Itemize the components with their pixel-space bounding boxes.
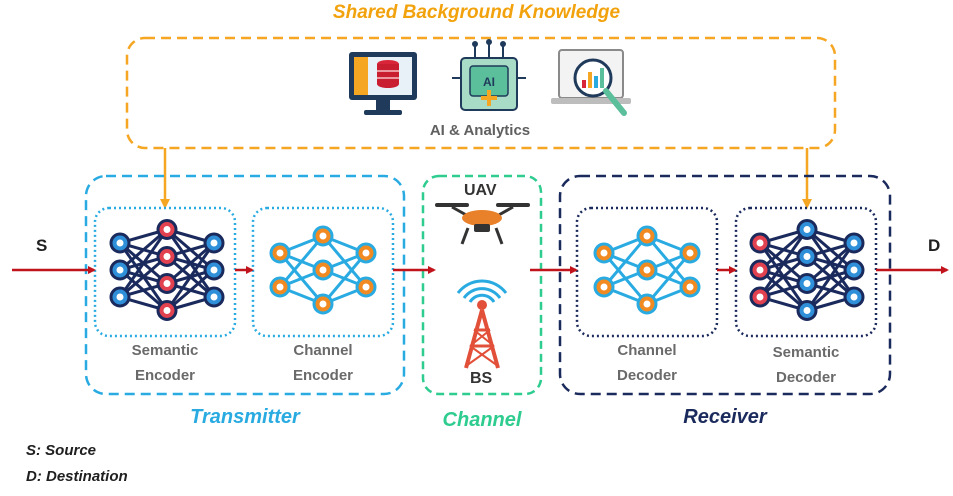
- channel-encoder-network-icon: [269, 225, 377, 315]
- channel-encoder-line1: Channel: [293, 342, 353, 359]
- semantic-encoder-line2: Encoder: [134, 367, 195, 384]
- legend-destination: D: Destination: [26, 468, 128, 485]
- uav-drone-icon: [435, 203, 530, 245]
- channel-decoder-frame: [575, 206, 719, 338]
- channel-encoder-frame: [251, 206, 395, 338]
- channel-decoder-label: Channel Decoder: [572, 338, 722, 388]
- channel-encoder-line2: Encoder: [292, 367, 353, 384]
- semantic-encoder-line1: Semantic: [131, 342, 199, 359]
- semantic-decoder-line1: Semantic: [772, 344, 840, 361]
- semantic-decoder-label: Semantic Decoder: [731, 340, 881, 390]
- uav-label: UAV: [464, 182, 497, 199]
- source-node-label: S: [36, 236, 48, 255]
- transmitter-label: Transmitter: [190, 406, 300, 428]
- semantic-decoder-frame: [734, 206, 878, 338]
- semantic-encoder-frame: [93, 206, 237, 338]
- ai-analytics-label: AI & Analytics: [429, 122, 531, 139]
- semantic-encoder-label: Semantic Encoder: [90, 338, 240, 388]
- analytics-magnifier-icon: [551, 49, 631, 116]
- channel-decoder-line1: Channel: [617, 342, 677, 359]
- channel-encoder-label: Channel Encoder: [248, 338, 398, 388]
- channel-label: Channel: [442, 409, 522, 431]
- transmitter-box: [84, 174, 406, 396]
- receiver-box: [558, 174, 892, 396]
- semantic-decoder-network-icon: [749, 219, 865, 321]
- channel-decoder-network-icon: [593, 225, 701, 315]
- database-monitor-icon: [349, 52, 417, 115]
- channel-box: [421, 174, 543, 396]
- bs-label: BS: [470, 370, 493, 387]
- semantic-decoder-line2: Decoder: [775, 369, 837, 386]
- channel-decoder-line2: Decoder: [616, 367, 678, 384]
- shared-knowledge-box: [125, 36, 837, 150]
- base-station-tower-icon: [456, 279, 508, 369]
- legend-source: S: Source: [26, 442, 97, 459]
- ai-circuit-icon: AI: [452, 39, 526, 111]
- receiver-label: Receiver: [683, 406, 767, 428]
- destination-node-label: D: [928, 236, 941, 255]
- shared-knowledge-title: Shared Background Knowledge: [332, 2, 621, 23]
- svg-text:AI: AI: [483, 75, 495, 89]
- semantic-encoder-network-icon: [109, 219, 225, 321]
